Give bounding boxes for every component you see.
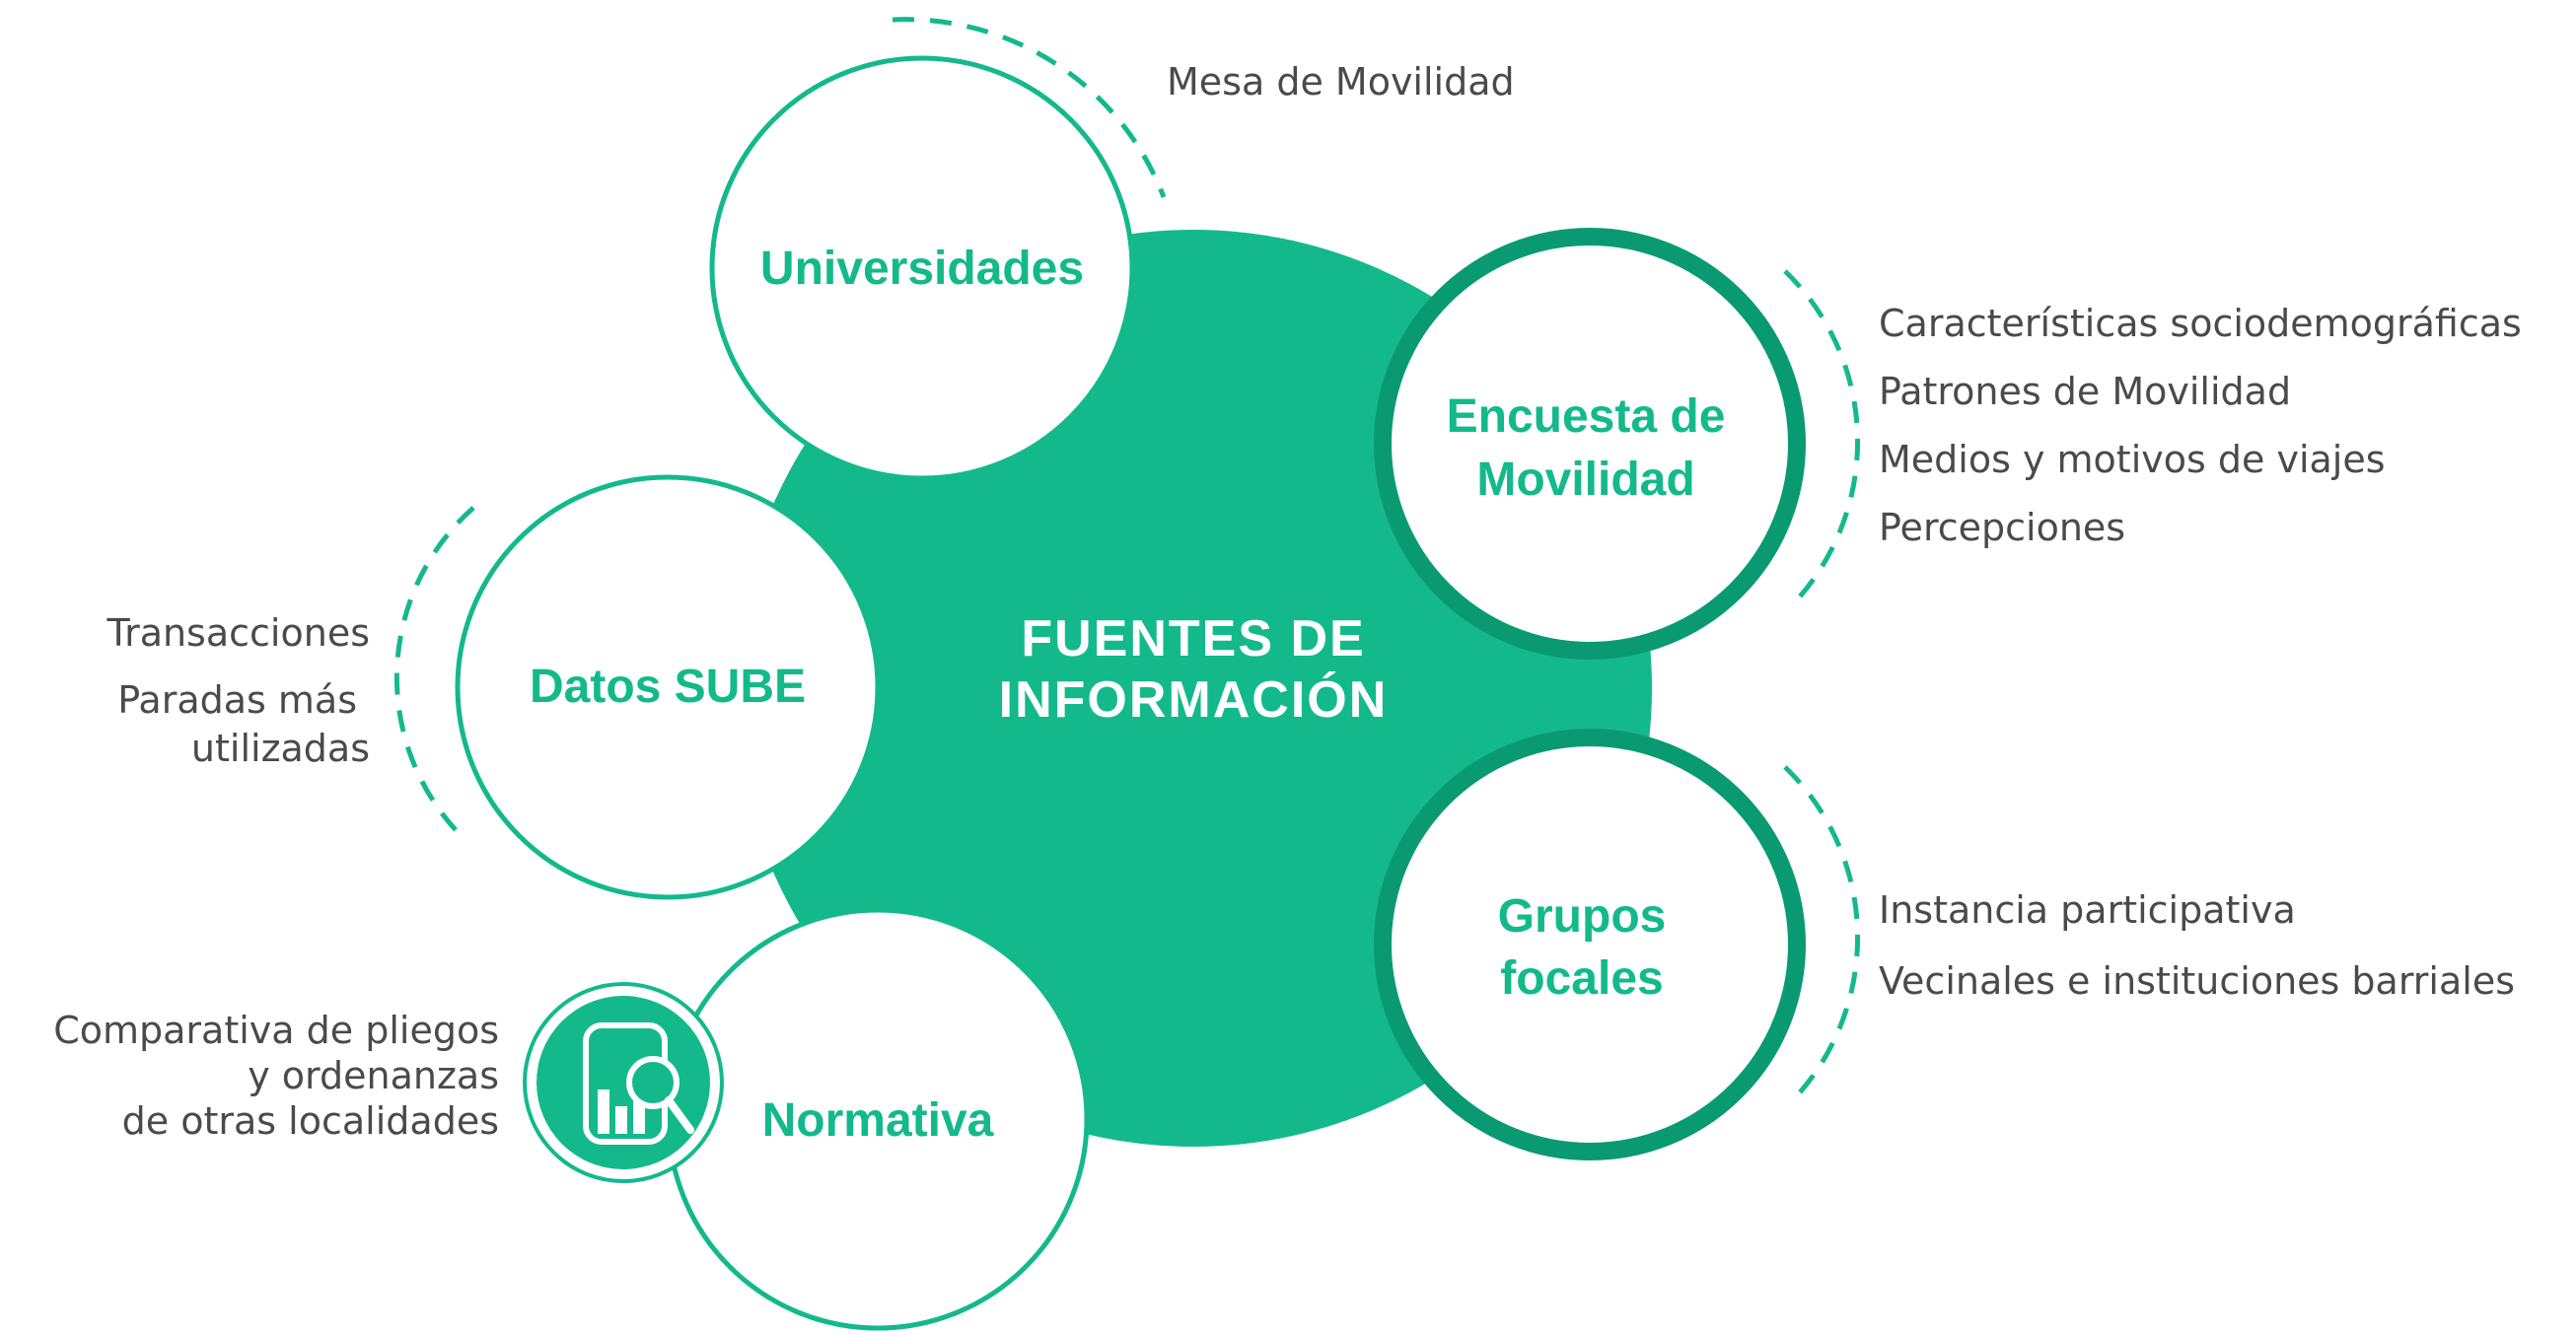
universidades-note: Mesa de Movilidad [1167, 60, 1515, 104]
encuesta-note-3: Medios y motivos de viajes [1879, 438, 2386, 481]
encuesta-label-line2: Movilidad [1476, 454, 1694, 506]
normativa-note-3: de otras localidades [122, 1099, 499, 1143]
universidades-label: Universidades [760, 243, 1084, 295]
grupos-label-line1: Grupos [1498, 890, 1667, 943]
center-title-line2: INFORMACIÓN [999, 671, 1389, 729]
normativa-label: Normativa [762, 1094, 994, 1147]
grupos-dashed-arc [1783, 765, 1861, 1094]
node-grupos [1374, 729, 1806, 1160]
document-search-icon [523, 982, 724, 1183]
encuesta-label-line1: Encuesta de [1447, 390, 1726, 443]
grupos-label-line2: focales [1500, 952, 1663, 1005]
sube-label: Datos SUBE [530, 661, 806, 713]
grupos-note-2: Vecinales e instituciones barriales [1879, 959, 2515, 1003]
sube-note-1: Transacciones [106, 611, 370, 655]
universidades-dashed-arc [892, 17, 1167, 198]
grupos-note-1: Instancia participativa [1879, 888, 2296, 932]
encuesta-note-1: Características sociodemográficas [1879, 302, 2522, 345]
encuesta-note-4: Percepciones [1879, 506, 2125, 549]
sube-note-2: Paradas más [117, 678, 357, 722]
normativa-note-2: y ordenanzas [248, 1054, 499, 1097]
normativa-note-1: Comparativa de pliegos [53, 1009, 499, 1052]
center-title-line1: FUENTES DE [1021, 610, 1365, 667]
encuesta-dashed-arc [1783, 269, 1861, 598]
encuesta-note-2: Patrones de Movilidad [1879, 370, 2291, 413]
node-universidades [709, 55, 1135, 481]
node-encuesta [1374, 228, 1806, 660]
sube-note-3: utilizadas [191, 727, 370, 770]
sube-dashed-arc [394, 506, 475, 835]
node-sube [455, 474, 881, 900]
